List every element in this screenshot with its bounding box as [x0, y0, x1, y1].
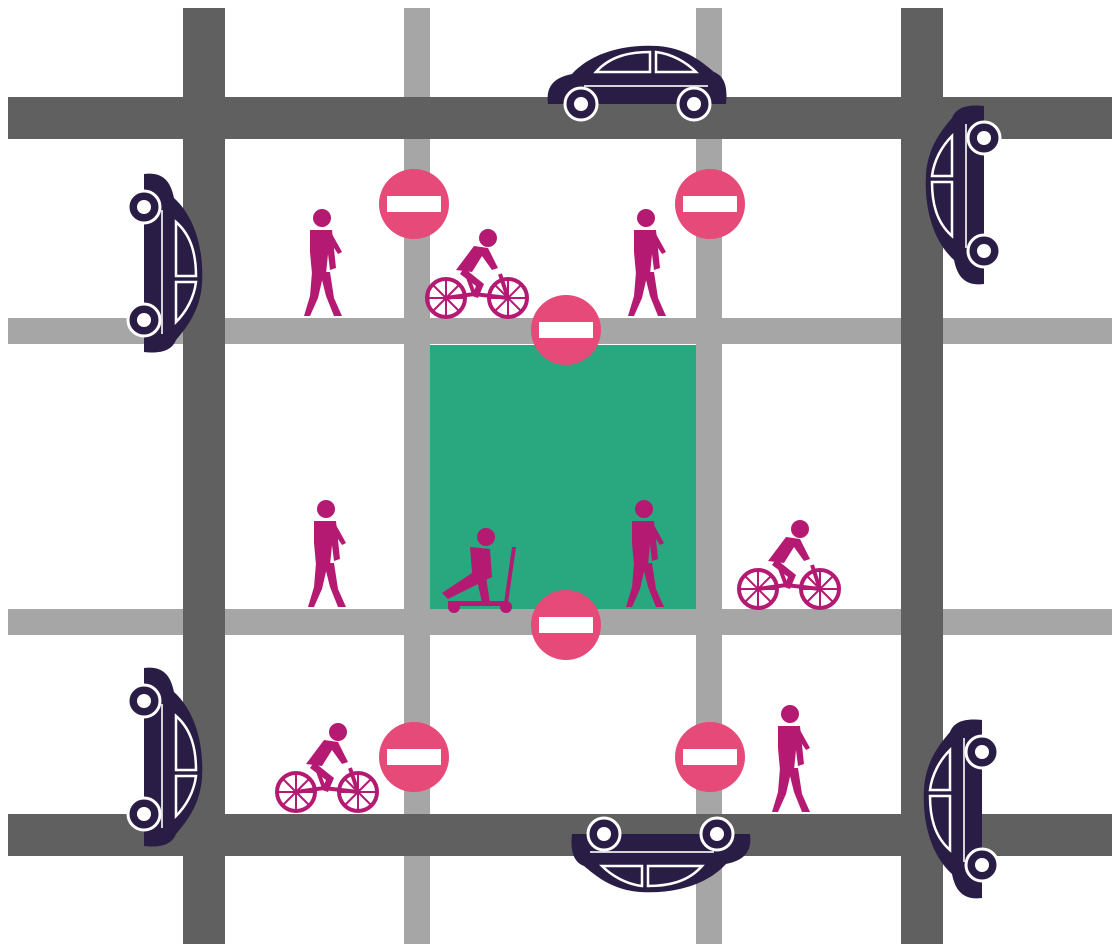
no-entry-sign-icon — [675, 169, 745, 239]
pedestrian-zone — [430, 345, 698, 609]
no-entry-sign-icon — [675, 722, 745, 792]
no-entry-sign-icon — [379, 722, 449, 792]
no-entry-sign-icon — [531, 295, 601, 365]
side-street-vertical-right — [696, 8, 722, 944]
side-street-vertical-left — [404, 8, 430, 944]
no-entry-sign-icon — [379, 169, 449, 239]
no-entry-sign-icon — [531, 590, 601, 660]
